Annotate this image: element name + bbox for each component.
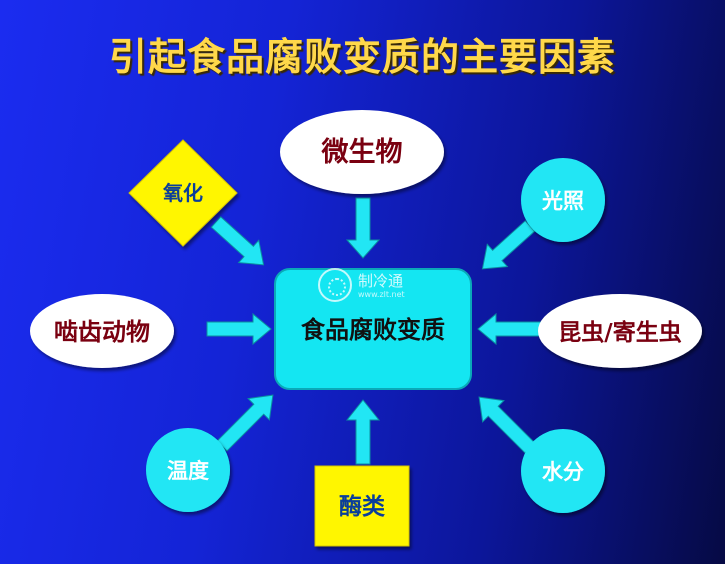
node-light-label: 光照 [541, 188, 584, 213]
center-node-label: 食品腐败变质 [301, 315, 445, 344]
arrow-microbes [345, 197, 381, 259]
slide-title: 引起食品腐败变质的主要因素 [108, 34, 616, 79]
arrow-water [478, 396, 536, 454]
arrow-oxidation [210, 216, 265, 266]
node-insects-label: 昆虫/寄生虫 [558, 319, 681, 346]
arrow-rodents [206, 312, 272, 346]
node-microbes-label: 微生物 [321, 137, 403, 168]
watermark-url: www.zlt.net [358, 290, 405, 299]
arrow-light [481, 220, 536, 270]
node-oxidation [128, 139, 238, 247]
watermark-name: 制冷通 [358, 272, 404, 290]
node-enzymes [314, 465, 410, 547]
node-oxidation-label: 氧化 [162, 181, 203, 205]
center-node [274, 268, 472, 390]
node-temperature-label: 温度 [167, 458, 209, 483]
node-microbes [280, 110, 444, 194]
arrow-insects [477, 312, 543, 346]
node-water [521, 429, 605, 513]
node-rodents-label: 啮齿动物 [54, 317, 150, 346]
arrow-enzymes [345, 399, 381, 465]
node-temperature [146, 428, 230, 512]
node-insects [538, 294, 702, 368]
node-rodents [30, 294, 174, 368]
watermark-logo-icon [318, 268, 352, 302]
node-enzymes-label: 酶类 [339, 493, 385, 520]
arrow-temperature [216, 394, 274, 452]
node-light [521, 158, 605, 242]
node-water-label: 水分 [542, 459, 584, 484]
